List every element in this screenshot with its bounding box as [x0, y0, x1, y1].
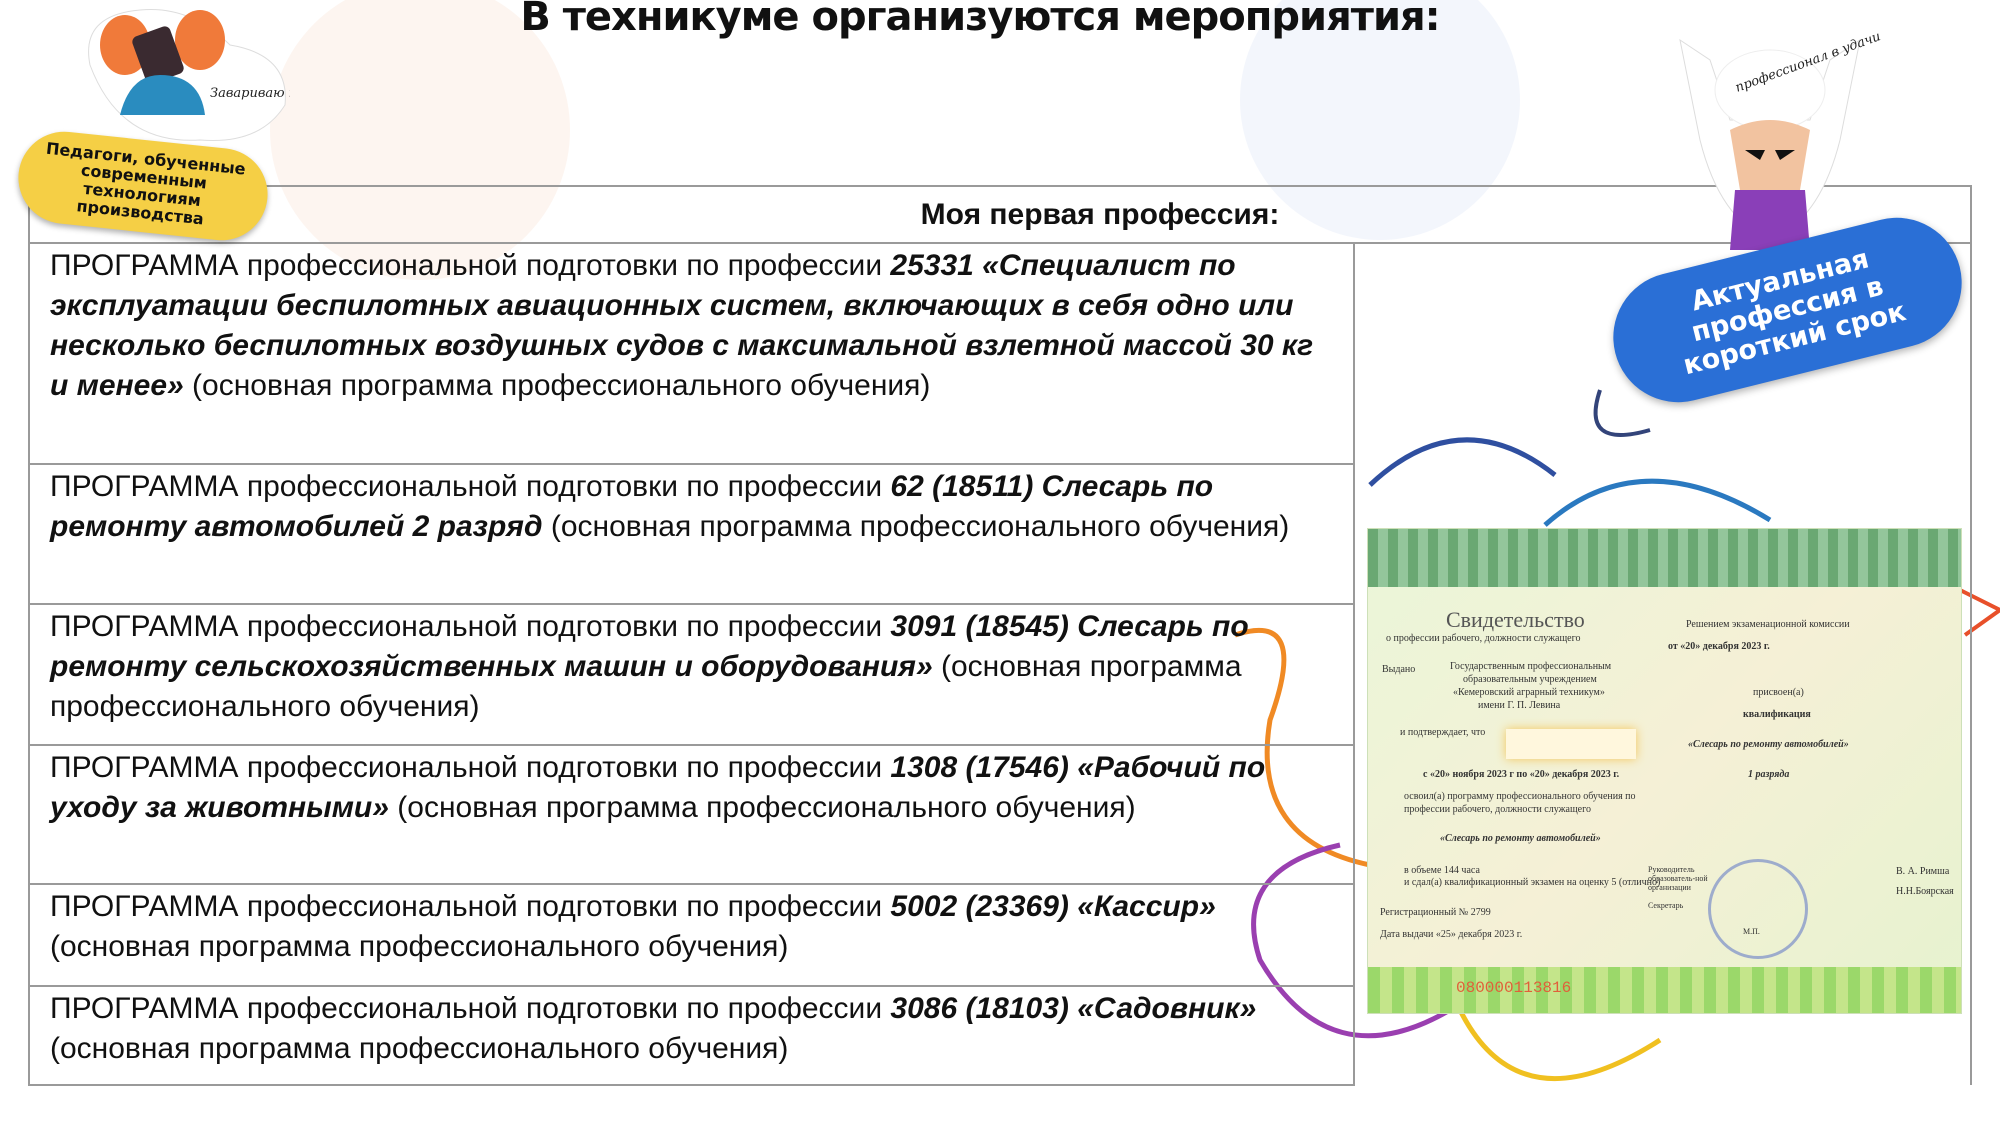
program-cell: ПРОГРАММА профессиональной подготовки по… [28, 744, 1355, 885]
teachers-badge-text: Педагоги, обученные современным технолог… [45, 138, 247, 229]
cert-secretary-label: Секретарь [1648, 901, 1684, 910]
program-suffix: (основная программа профессионального об… [50, 650, 1242, 723]
program-prefix: ПРОГРАММА профессиональной подготовки по… [50, 890, 891, 923]
table-header: Моя первая профессия: [28, 185, 1972, 244]
cert-issuer: имени Г. П. Левина [1478, 700, 1561, 711]
cert-grade: 1 разряда [1748, 769, 1790, 780]
program-prefix: ПРОГРАММА профессиональной подготовки по… [50, 470, 891, 503]
program-cell: ПРОГРАММА профессиональной подготовки по… [28, 985, 1355, 1086]
program-suffix: (основная программа профессионального об… [542, 510, 1290, 543]
cert-period: с «20» ноября 2023 г по «20» декабря 202… [1423, 769, 1620, 780]
cert-title: Свидетельство [1446, 607, 1585, 632]
program-prefix: ПРОГРАММА профессиональной подготовки по… [50, 751, 891, 784]
cert-issuer: Государственным профессиональным [1450, 661, 1612, 672]
table-row: ПРОГРАММА профессиональной подготовки по… [28, 883, 1971, 987]
cert-confirms: и подтверждает, что [1400, 727, 1486, 738]
program-title: 5002 (23369) «Кассир» [890, 890, 1216, 923]
program-cell: ПРОГРАММА профессиональной подготовки по… [28, 463, 1355, 605]
cert-qual-label: квалификация [1743, 709, 1811, 720]
official-stamp [1708, 859, 1808, 959]
program-title: 25331 «Специалист по эксплуатации беспил… [50, 249, 1314, 402]
cert-decision: Решением экзаменационной комиссии [1686, 619, 1850, 630]
program-suffix: (основная программа профессионального об… [183, 369, 931, 402]
cert-secretary-name: Н.Н.Боярская [1896, 886, 1954, 897]
cert-volume: в объеме 144 часа [1404, 865, 1480, 876]
cert-serial: 080000113816 [1456, 979, 1572, 997]
table-row: ПРОГРАММА профессиональной подготовки по… [28, 985, 1971, 1086]
certificate-bottom-band [1368, 967, 1961, 1013]
handwritten-caption: Завариваю не только чай [210, 86, 290, 101]
program-suffix: (основная программа профессионального об… [50, 930, 789, 963]
redacted-name [1506, 729, 1636, 759]
program-suffix: (основная программа профессионального об… [50, 1032, 789, 1065]
cert-mastered: профессии рабочего, должности служащего [1404, 804, 1591, 815]
certificate-image: Свидетельство о профессии рабочего, долж… [1367, 528, 1962, 1014]
certificate-top-band [1368, 529, 1961, 587]
cert-exam: и сдал(а) квалификационный экзамен на оц… [1404, 877, 1661, 888]
cert-mastered: освоил(а) программу профессионального об… [1404, 791, 1636, 802]
program-prefix: ПРОГРАММА профессиональной подготовки по… [50, 610, 891, 643]
cert-qualification: «Слесарь по ремонту автомобилей» [1688, 739, 1849, 750]
welder-girl-illustration: Завариваю не только чай [88, 8, 290, 142]
cert-head-name: В. А. Римша [1896, 866, 1950, 877]
cert-assigned: присвоен(а) [1753, 687, 1804, 698]
cert-mp: М.П. [1743, 927, 1760, 936]
cert-head-label: Руководитель образователь-ной организаци… [1648, 865, 1708, 892]
table-row: ПРОГРАММА профессиональной подготовки по… [28, 603, 1971, 746]
program-title: 1308 (17546) «Рабочий по уходу за животн… [50, 751, 1266, 824]
table-row: ПРОГРАММА профессиональной подготовки по… [28, 463, 1971, 605]
program-title: 62 (18511) Слесарь по ремонту автомобиле… [50, 470, 1214, 543]
cert-issued-label: Выдано [1382, 664, 1416, 675]
program-cell: ПРОГРАММА профессиональной подготовки по… [28, 603, 1355, 746]
cert-issuer: образовательным учреждением [1463, 674, 1597, 685]
program-cell: ПРОГРАММА профессиональной подготовки по… [28, 242, 1355, 465]
program-title: 3091 (18545) Слесарь по ремонту сельскох… [50, 610, 1249, 683]
program-suffix: (основная программа профессионального об… [388, 791, 1136, 824]
table-row: ПРОГРАММА профессиональной подготовки по… [28, 744, 1971, 885]
program-prefix: ПРОГРАММА профессиональной подготовки по… [50, 249, 891, 282]
professional-character-illustration: профессионал в удачи [1679, 29, 1883, 250]
cert-issuer: «Кемеровский аграрный техникум» [1453, 687, 1605, 698]
cert-reg-number: Регистрационный № 2799 [1380, 907, 1491, 918]
cert-issue-date: Дата выдачи «25» декабря 2023 г. [1380, 929, 1523, 940]
program-prefix: ПРОГРАММА профессиональной подготовки по… [50, 992, 891, 1025]
cert-profession: «Слесарь по ремонту автомобилей» [1440, 833, 1601, 844]
cert-subtitle: о профессии рабочего, должности служащег… [1386, 633, 1581, 644]
program-cell: ПРОГРАММА профессиональной подготовки по… [28, 883, 1355, 987]
program-title: 3086 (18103) «Садовник» [890, 992, 1257, 1025]
page-title: В техникуме организуются мероприятия: [520, 0, 1440, 40]
cert-decision-date: от «20» декабря 2023 г. [1668, 641, 1770, 652]
